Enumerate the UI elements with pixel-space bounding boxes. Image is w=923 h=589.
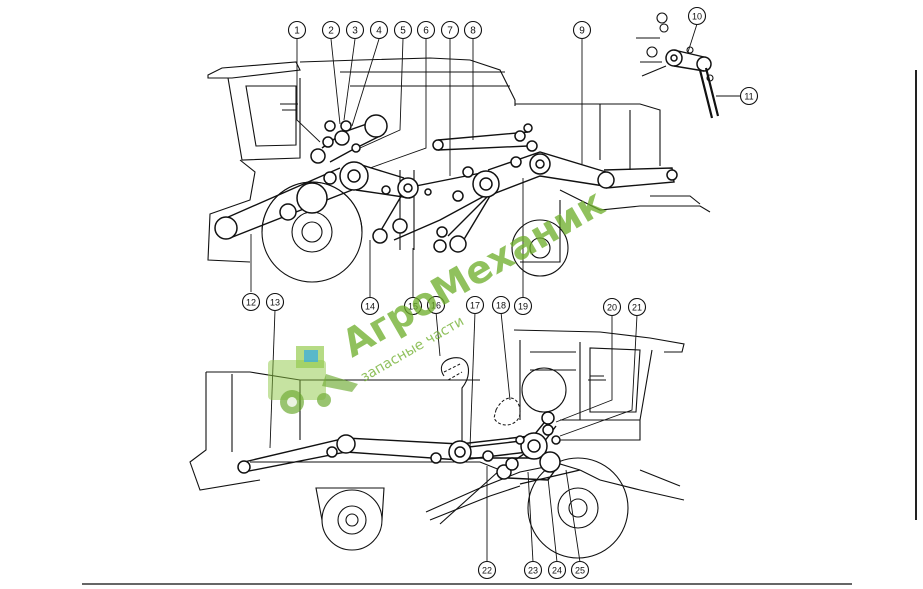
callout-circle	[416, 20, 436, 40]
upper-combine-view	[207, 57, 711, 283]
callout-11: 11	[739, 86, 759, 106]
callout-label: 24	[552, 566, 562, 576]
callout-circle	[360, 296, 380, 316]
callout-circle	[393, 20, 413, 40]
callout-1: 1	[287, 20, 307, 40]
callout-circle	[547, 560, 567, 580]
callout-16: 16	[426, 295, 446, 315]
callout-label: 23	[528, 566, 538, 576]
callout-8: 8	[463, 20, 483, 40]
callout-9: 9	[572, 20, 592, 40]
callout-3: 3	[345, 20, 365, 40]
callout-circle	[241, 292, 261, 312]
callout-15: 15	[403, 296, 423, 316]
callout-circle	[321, 20, 341, 40]
callout-6: 6	[416, 20, 436, 40]
callout-circle	[572, 20, 592, 40]
callout-label: 18	[496, 301, 506, 311]
callout-12: 12	[241, 292, 261, 312]
callout-label: 16	[431, 301, 441, 311]
callout-19: 19	[513, 296, 533, 316]
callout-label: 21	[632, 303, 642, 313]
callout-label: 17	[470, 301, 480, 311]
callout-2: 2	[321, 20, 341, 40]
callout-10: 10	[687, 6, 707, 26]
callout-circle	[477, 560, 497, 580]
callout-4: 4	[369, 20, 389, 40]
callout-20: 20	[602, 297, 622, 317]
callout-21: 21	[627, 297, 647, 317]
callout-label: 6	[423, 26, 429, 37]
callout-label: 25	[575, 566, 585, 576]
watermark-logo-icon	[268, 346, 358, 414]
watermark: АгроМеханик запасные части	[268, 180, 612, 414]
callout-25: 25	[570, 560, 590, 580]
callout-circle	[523, 560, 543, 580]
callout-circle	[440, 20, 460, 40]
callout-24: 24	[547, 560, 567, 580]
callout-label: 15	[408, 302, 418, 312]
callout-circle	[287, 20, 307, 40]
callout-label: 9	[579, 26, 585, 37]
callout-circle	[491, 295, 511, 315]
callout-23: 23	[523, 560, 543, 580]
inset-detail	[636, 12, 720, 119]
callout-circle	[602, 297, 622, 317]
callout-label: 8	[470, 26, 476, 37]
callout-label: 5	[400, 26, 406, 37]
lower-combine-view	[189, 329, 685, 559]
callout-label: 4	[376, 26, 382, 37]
callout-circle	[369, 20, 389, 40]
callout-label: 2	[328, 26, 334, 37]
callout-7: 7	[440, 20, 460, 40]
callout-circle	[627, 297, 647, 317]
callout-18: 18	[491, 295, 511, 315]
callout-label: 3	[352, 26, 358, 37]
callout-17: 17	[465, 295, 485, 315]
callout-circle	[345, 20, 365, 40]
callout-label: 12	[246, 298, 256, 308]
callout-circle	[570, 560, 590, 580]
callout-label: 14	[365, 302, 375, 312]
callout-label: 1	[294, 26, 300, 37]
callout-circle	[426, 295, 446, 315]
watermark-brand: АгроМеханик	[335, 180, 613, 366]
callout-circle	[513, 296, 533, 316]
callout-13: 13	[265, 292, 285, 312]
callout-label: 19	[518, 302, 528, 312]
callout-circle	[739, 86, 759, 106]
callout-label: 20	[607, 303, 617, 313]
callout-label: 11	[744, 92, 753, 102]
callout-circle	[265, 292, 285, 312]
callout-circle	[687, 6, 707, 26]
callout-label: 10	[692, 12, 702, 22]
callout-5: 5	[393, 20, 413, 40]
callout-circle	[403, 296, 423, 316]
callout-circle	[465, 295, 485, 315]
callout-circle	[463, 20, 483, 40]
callout-14: 14	[360, 296, 380, 316]
callout-label: 7	[447, 26, 453, 37]
callout-22: 22	[477, 560, 497, 580]
callout-leaders	[250, 23, 740, 563]
callout-label: 22	[482, 566, 492, 576]
callout-label: 13	[270, 298, 280, 308]
